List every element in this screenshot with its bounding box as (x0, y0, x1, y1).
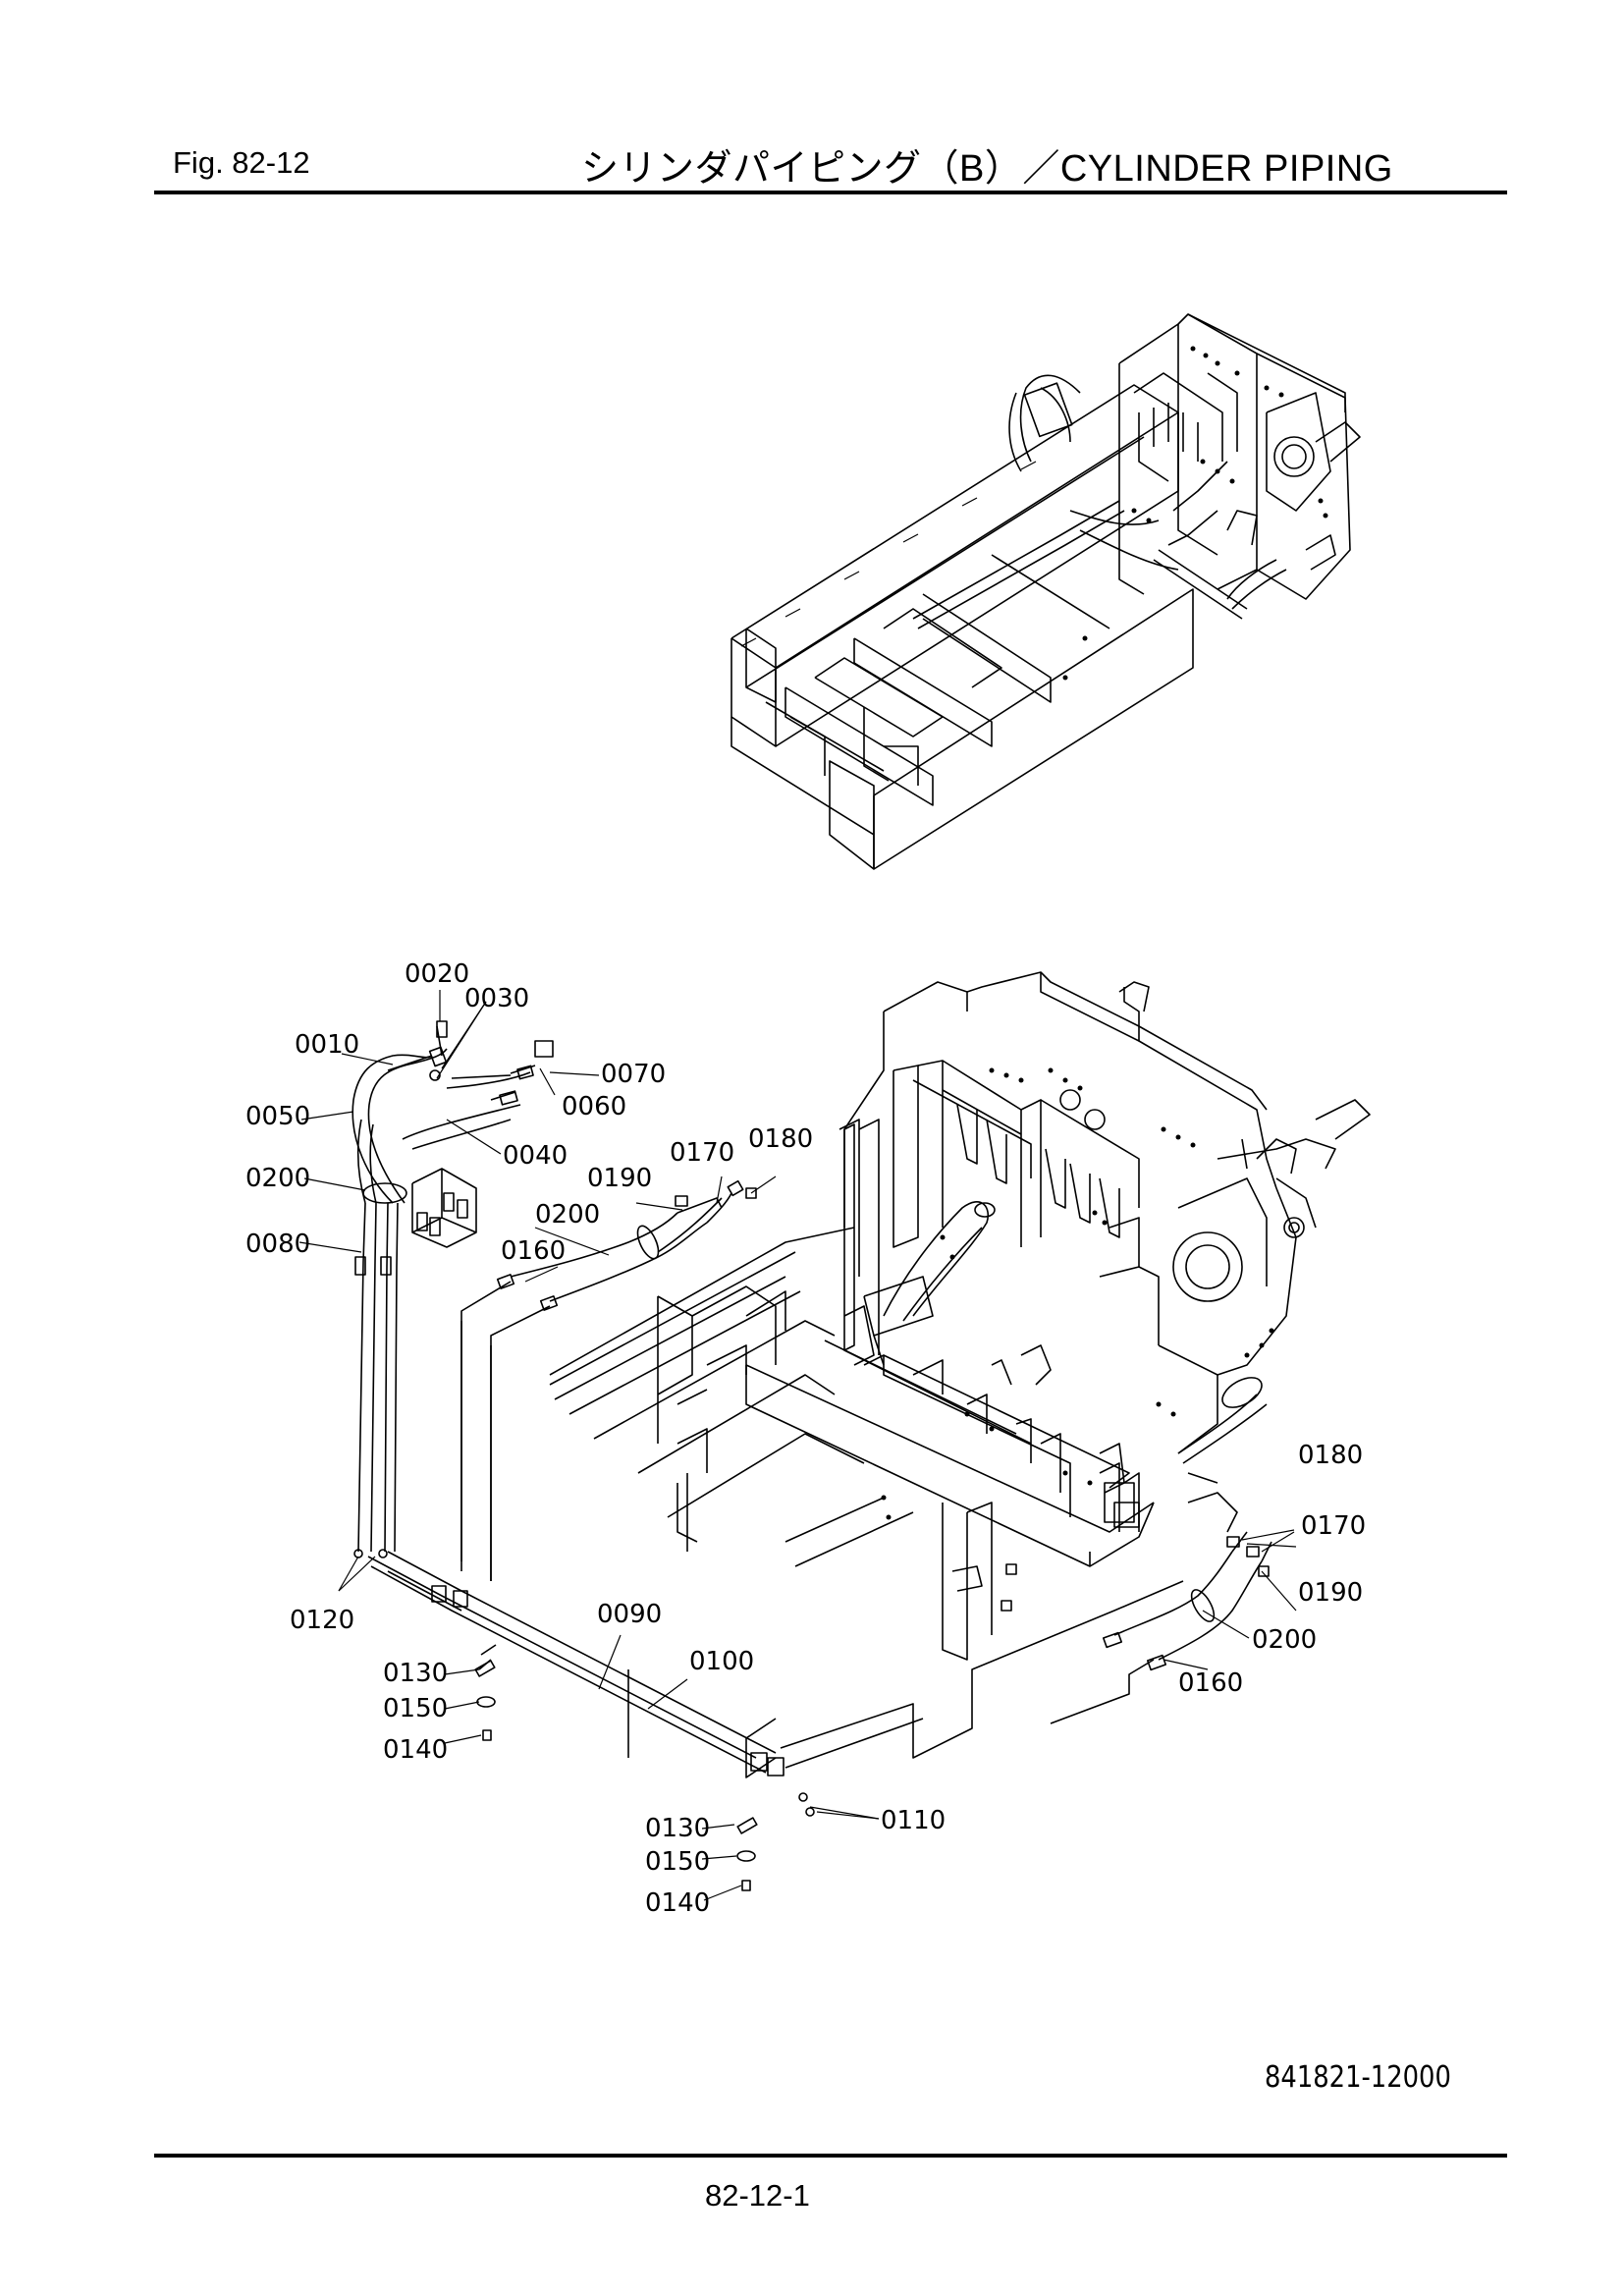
callout-0070: 0070 (601, 1060, 666, 1089)
callout-0130-b: 0130 (645, 1814, 710, 1843)
callout-0170-b: 0170 (1301, 1511, 1366, 1541)
callout-0130-a: 0130 (383, 1659, 448, 1688)
page-title: シリンダパイピング（B）／CYLINDER PIPING (581, 148, 1393, 190)
callout-0170-a: 0170 (670, 1138, 734, 1168)
callout-0150-b: 0150 (645, 1847, 710, 1877)
callout-0100: 0100 (689, 1647, 754, 1676)
callout-0180-a: 0180 (748, 1124, 813, 1154)
callout-0060: 0060 (562, 1092, 626, 1121)
callout-0180-b: 0180 (1298, 1441, 1363, 1470)
footer-rule (154, 2154, 1507, 2158)
callout-0190-b: 0190 (1298, 1578, 1363, 1608)
callout-0160-a: 0160 (501, 1236, 566, 1266)
callout-0150-a: 0150 (383, 1694, 448, 1723)
callout-0110: 0110 (881, 1806, 946, 1835)
callout-0200-b: 0200 (535, 1200, 600, 1230)
callout-0040: 0040 (503, 1141, 568, 1171)
callout-0190-a: 0190 (587, 1164, 652, 1193)
callout-0020: 0020 (405, 959, 469, 989)
header-rule (154, 191, 1507, 194)
callout-0200-a: 0200 (245, 1164, 310, 1193)
callout-0200-c: 0200 (1252, 1625, 1317, 1655)
callout-0080: 0080 (245, 1230, 310, 1259)
part-callouts: 0010 0020 0030 0040 0050 0060 0070 0080 … (245, 959, 1366, 1918)
page-number: 82-12-1 (705, 2178, 810, 2213)
figure-number: Fig. 82-12 (173, 145, 310, 180)
drawing-number: 841821-12000 (1265, 2060, 1451, 2095)
callout-0140-b: 0140 (645, 1888, 710, 1918)
callout-0160-b: 0160 (1178, 1668, 1243, 1698)
callout-0120: 0120 (290, 1606, 354, 1635)
callout-0090: 0090 (597, 1600, 662, 1629)
callout-0030: 0030 (464, 984, 529, 1013)
callout-0050: 0050 (245, 1102, 310, 1131)
callout-0010: 0010 (295, 1030, 359, 1060)
callout-0140-a: 0140 (383, 1735, 448, 1765)
